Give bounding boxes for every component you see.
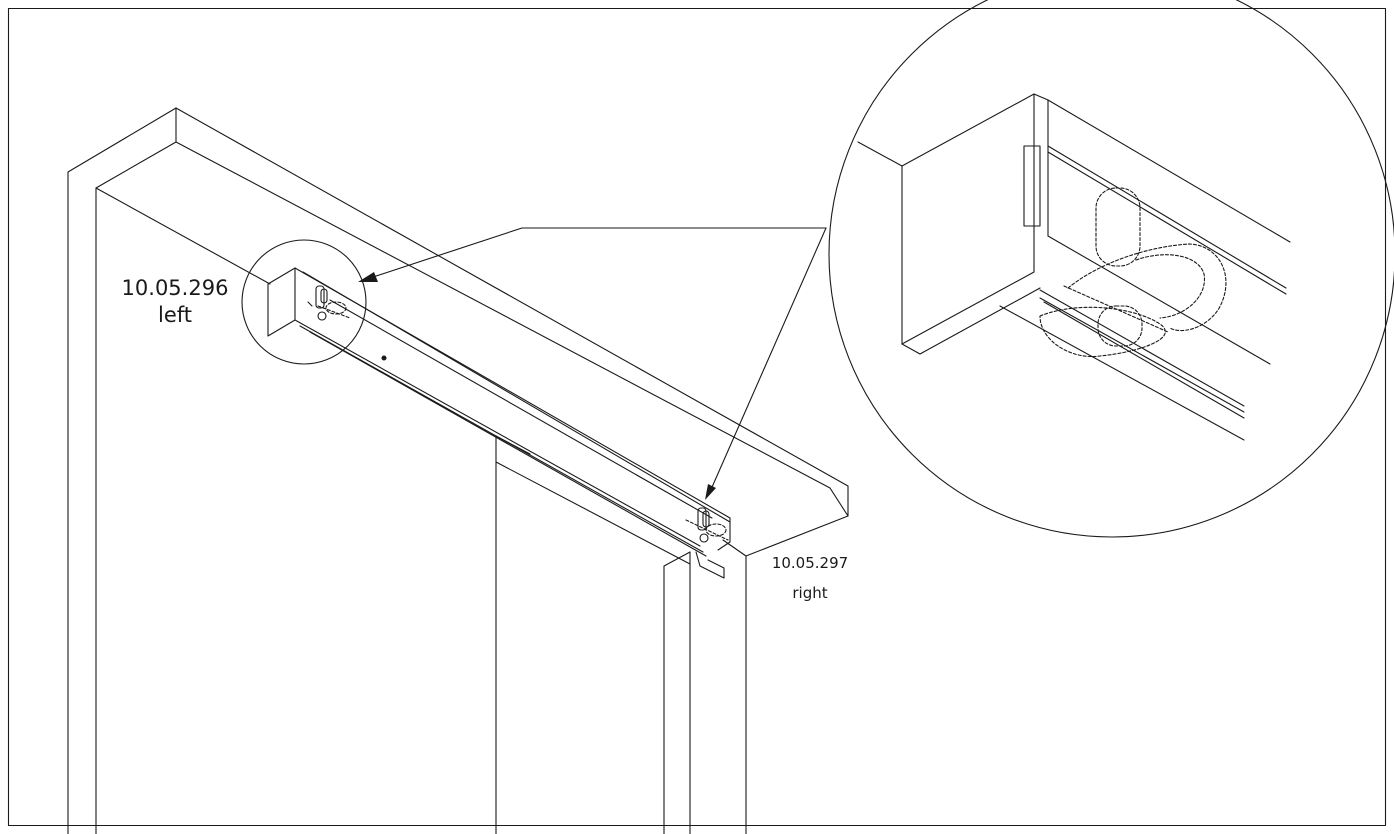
drawing-border (7, 7, 1387, 827)
track-rail (267, 267, 731, 579)
left-stopper (315, 285, 351, 321)
left-part-number: 10.05.296 (121, 276, 229, 300)
left-side-label: left (157, 303, 192, 327)
leader-lines (358, 227, 827, 500)
right-stopper (685, 507, 729, 543)
right-side-label: right (792, 584, 828, 602)
detail-callout-circle (241, 239, 367, 365)
left-wall (67, 107, 849, 834)
door-leaf (663, 539, 747, 834)
magnified-detail (828, 0, 1394, 538)
right-part-number: 10.05.297 (771, 554, 849, 572)
